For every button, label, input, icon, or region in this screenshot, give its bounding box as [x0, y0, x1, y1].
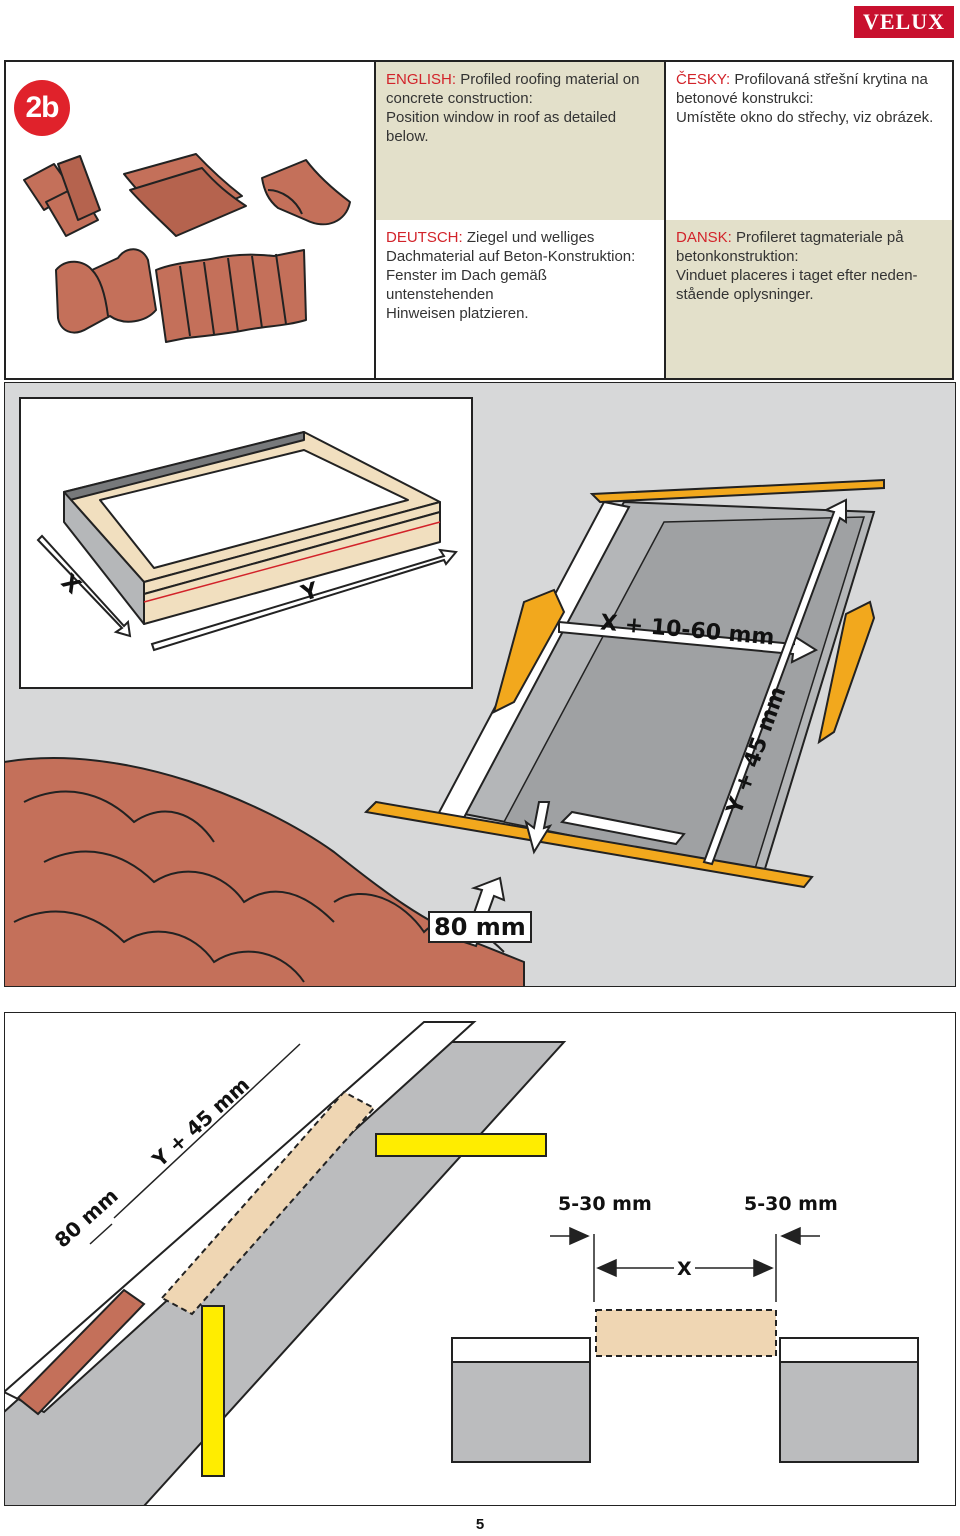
diagram-roof-opening	[4, 382, 956, 987]
arrow-down	[524, 801, 553, 855]
lang-label-english: ENGLISH:	[386, 71, 457, 88]
section-left-insulation	[451, 1337, 591, 1363]
window-placeholder-sloped	[160, 1090, 376, 1316]
reference-line	[143, 521, 441, 603]
text-cesky: ČESKY: Profilovaná střešní krytina na be…	[676, 71, 934, 126]
step-badge: 2b	[14, 80, 70, 136]
text-dansk: DANSK: Profileret tagmateriale på betonk…	[666, 220, 952, 378]
arrow-height	[702, 498, 847, 866]
text-english: ENGLISH: Profiled roofing material on co…	[376, 62, 664, 220]
divider	[664, 62, 666, 378]
flashing-right	[817, 600, 876, 745]
lang-label-deutsch: DEUTSCH:	[386, 229, 463, 246]
arrow-x	[36, 534, 132, 638]
lang-label-cesky: ČESKY:	[676, 71, 731, 88]
spirit-level	[559, 810, 686, 846]
label-80mm: 80 mm	[428, 911, 532, 943]
spirit-level-horizontal	[375, 1133, 547, 1157]
tiles-section	[16, 1288, 146, 1416]
velux-logo: VELUX	[854, 6, 954, 38]
roof-tile-samples	[23, 153, 351, 343]
diagram-cross-section	[4, 1012, 956, 1506]
label-gap-right: 5-30 mm	[744, 1193, 838, 1215]
lang-label-dansk: DANSK:	[676, 229, 732, 246]
window-glass	[99, 449, 409, 569]
label-gap-left: 5-30 mm	[558, 1193, 652, 1215]
section-right-beam	[779, 1361, 919, 1463]
flashing-bottom	[363, 800, 814, 889]
spirit-level-vertical	[201, 1305, 225, 1477]
divider	[374, 62, 376, 378]
section-left-beam	[451, 1361, 591, 1463]
arrow-y	[150, 548, 458, 652]
flashing-top	[589, 478, 885, 504]
page-number: 5	[475, 1516, 485, 1533]
section-right-insulation	[779, 1337, 919, 1363]
flashing-left	[492, 588, 566, 714]
intro-panel	[4, 60, 954, 380]
label-x-section: X	[674, 1258, 695, 1280]
text-deutsch: DEUTSCH: Ziegel und welliges Dachmateria…	[386, 229, 636, 322]
window-placeholder-flat	[595, 1309, 777, 1357]
